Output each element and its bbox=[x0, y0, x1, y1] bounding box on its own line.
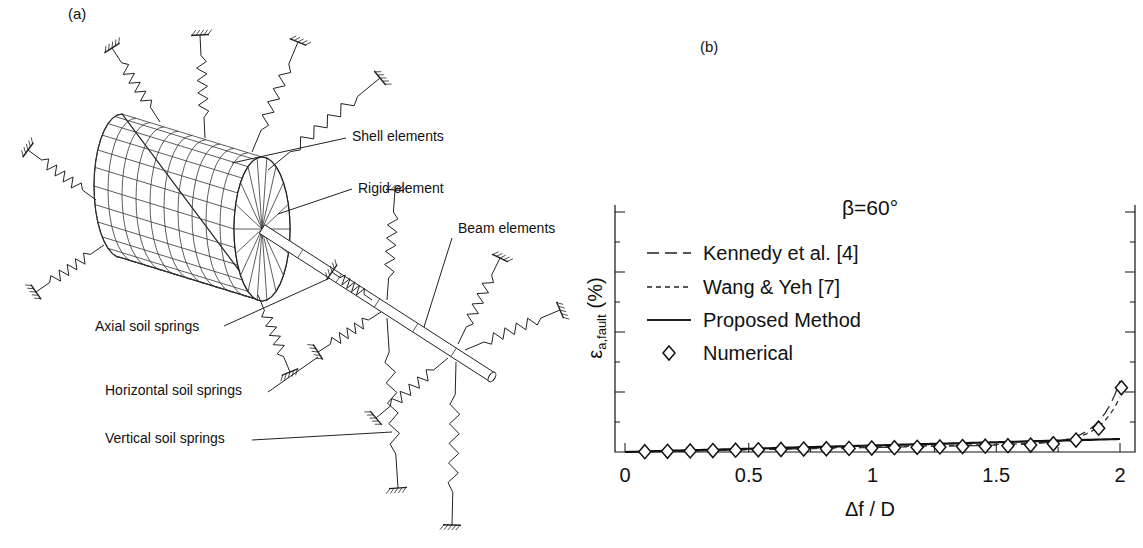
legend-sample bbox=[645, 341, 693, 365]
tick-label: 1 bbox=[867, 464, 878, 487]
numerical-point bbox=[843, 441, 855, 455]
soil-spring bbox=[268, 71, 391, 170]
part-label: Horizontal soil springs bbox=[105, 382, 242, 398]
soil-spring bbox=[385, 318, 407, 494]
numerical-point bbox=[661, 444, 673, 458]
numerical-point bbox=[775, 442, 787, 456]
legend-sample bbox=[645, 241, 693, 265]
leader-line bbox=[424, 238, 452, 327]
tick-label: 0.5 bbox=[735, 464, 763, 487]
numerical-point bbox=[730, 443, 742, 457]
part-label: Beam elements bbox=[458, 220, 555, 236]
numerical-point bbox=[957, 440, 969, 454]
numerical-point bbox=[752, 443, 764, 457]
numerical-point bbox=[1025, 438, 1037, 452]
y-axis-title: εa,fault (%) bbox=[584, 277, 609, 358]
numerical-point bbox=[1047, 437, 1059, 451]
tick-label: 1.5 bbox=[982, 464, 1010, 487]
numerical-point bbox=[979, 439, 991, 453]
part-label: β=60° bbox=[842, 196, 898, 220]
leader-line bbox=[268, 357, 318, 392]
soil-spring bbox=[191, 29, 212, 138]
legend-text: Kennedy et al. [4] bbox=[703, 242, 859, 265]
legend-text: Proposed Method bbox=[703, 309, 861, 332]
tick-label: 2 bbox=[1114, 464, 1125, 487]
shell-outline bbox=[94, 114, 290, 301]
legend-entry: Wang & Yeh [7] bbox=[645, 275, 840, 299]
axis-symbol: (%) bbox=[584, 277, 606, 308]
strain-chart bbox=[615, 205, 1135, 459]
numerical-point bbox=[798, 442, 810, 456]
soil-spring bbox=[307, 312, 381, 360]
soil-springs bbox=[22, 29, 570, 530]
axis-symbol: ε bbox=[584, 350, 606, 359]
part-label: Shell elements bbox=[352, 128, 444, 144]
numerical-point bbox=[911, 440, 923, 454]
numerical-point bbox=[639, 445, 651, 459]
legend-sample bbox=[645, 275, 693, 299]
soil-spring bbox=[104, 37, 160, 122]
numerical-point bbox=[888, 441, 900, 455]
numerical-point bbox=[1002, 439, 1014, 453]
legend-text: Wang & Yeh [7] bbox=[703, 276, 840, 299]
part-label: Rigid element bbox=[358, 180, 444, 196]
axis-frame bbox=[615, 205, 1135, 452]
numerical-point bbox=[934, 440, 946, 454]
axis-title: Δf / D bbox=[845, 498, 895, 521]
panel-letter: (a) bbox=[68, 5, 86, 22]
legend-text: Numerical bbox=[703, 342, 793, 365]
leader-line bbox=[252, 432, 392, 440]
leader-line bbox=[232, 138, 346, 163]
soil-spring bbox=[385, 185, 408, 300]
legend-entry: Proposed Method bbox=[645, 308, 861, 332]
pipe-model bbox=[94, 114, 497, 383]
soil-spring bbox=[465, 302, 569, 350]
leader-lines bbox=[224, 138, 452, 440]
soil-spring bbox=[25, 245, 104, 299]
legend-entry: Numerical bbox=[645, 341, 793, 365]
numerical-point bbox=[866, 441, 878, 455]
numerical-point bbox=[707, 444, 719, 458]
tick-label: 0 bbox=[619, 464, 630, 487]
part-label: Vertical soil springs bbox=[105, 430, 225, 446]
subscript: a,fault bbox=[594, 314, 609, 349]
leader-line bbox=[224, 278, 330, 326]
numerical-point bbox=[1115, 381, 1127, 395]
numerical-point bbox=[820, 442, 832, 456]
part-label: Axial soil springs bbox=[95, 318, 199, 334]
soil-spring bbox=[22, 137, 96, 200]
numerical-point bbox=[684, 444, 696, 458]
soil-spring bbox=[326, 259, 372, 300]
beam-element bbox=[259, 225, 494, 381]
soil-spring bbox=[364, 358, 448, 425]
panel-letter: (b) bbox=[700, 38, 718, 55]
numerical-point bbox=[1070, 433, 1082, 447]
legend-sample bbox=[645, 308, 693, 332]
numerical-point bbox=[1093, 421, 1105, 435]
soil-spring bbox=[252, 36, 311, 152]
legend-entry: Kennedy et al. [4] bbox=[645, 241, 859, 265]
leader-line bbox=[278, 189, 352, 214]
soil-spring bbox=[440, 362, 461, 530]
